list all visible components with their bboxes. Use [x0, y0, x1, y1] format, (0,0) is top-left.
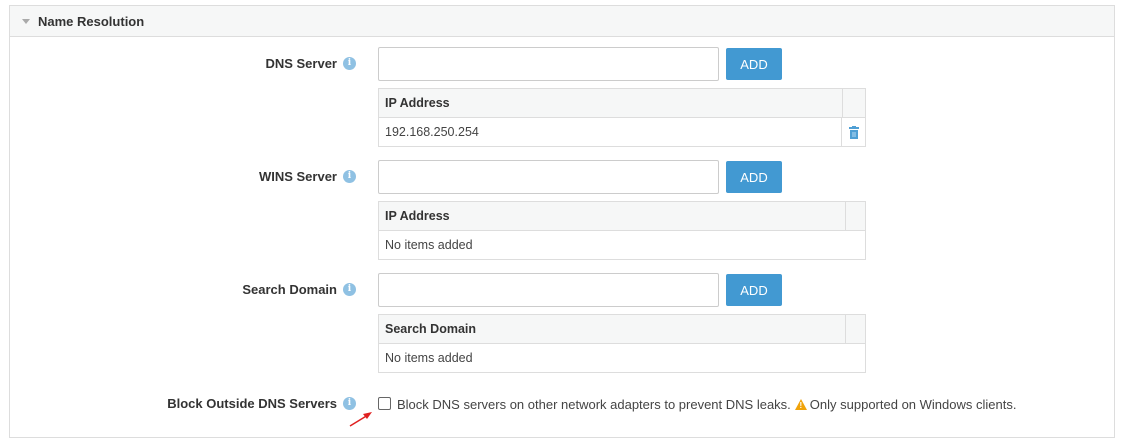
- warning-text: Only supported on Windows clients.: [809, 397, 1017, 412]
- table-header: Search Domain: [379, 315, 865, 344]
- empty-message: No items added: [385, 351, 473, 365]
- block-outside-dns-checkbox[interactable]: [378, 397, 391, 410]
- dns-server-table: IP Address 192.168.250.254: [378, 88, 866, 147]
- dns-server-info-icon[interactable]: i: [343, 57, 356, 70]
- search-domain-table: Search Domain No items added: [378, 314, 866, 373]
- table-row: 192.168.250.254: [379, 118, 865, 146]
- actions-column-header: [845, 315, 865, 343]
- block-outside-dns-description: Block DNS servers on other network adapt…: [397, 397, 1016, 412]
- search-domain-label: Search Domain: [242, 282, 337, 297]
- actions-column-header: [845, 202, 865, 230]
- delete-cell: [841, 118, 865, 146]
- wins-server-info-icon[interactable]: i: [343, 170, 356, 183]
- search-domain-column-header: Search Domain: [385, 322, 477, 336]
- wins-server-table: IP Address No items added: [378, 201, 866, 260]
- panel-title: Name Resolution: [38, 13, 145, 29]
- trash-icon[interactable]: [848, 125, 859, 139]
- table-row-empty: No items added: [379, 344, 865, 372]
- search-domain-add-button[interactable]: ADD: [726, 274, 782, 306]
- annotation-arrow-icon: [349, 412, 372, 427]
- panel-header[interactable]: Name Resolution: [10, 6, 1114, 37]
- empty-message: No items added: [385, 238, 473, 252]
- block-outside-dns-info-icon[interactable]: i: [343, 397, 356, 410]
- block-outside-dns-label: Block Outside DNS Servers: [167, 396, 337, 411]
- dns-server-label: DNS Server: [265, 56, 337, 71]
- ip-address-column-header: IP Address: [385, 96, 450, 110]
- collapse-caret-icon[interactable]: [22, 19, 30, 24]
- wins-server-input[interactable]: [378, 160, 719, 194]
- search-domain-info-icon[interactable]: i: [343, 283, 356, 296]
- dns-add-button[interactable]: ADD: [726, 48, 782, 80]
- warning-icon: !: [794, 399, 807, 410]
- table-header: IP Address: [379, 89, 865, 118]
- table-header: IP Address: [379, 202, 865, 231]
- dns-ip-value: 192.168.250.254: [385, 125, 479, 139]
- dns-server-input[interactable]: [378, 47, 719, 81]
- ip-address-column-header: IP Address: [385, 209, 450, 223]
- checkbox-text: Block DNS servers on other network adapt…: [397, 397, 791, 412]
- search-domain-input[interactable]: [378, 273, 719, 307]
- wins-add-button[interactable]: ADD: [726, 161, 782, 193]
- table-row-empty: No items added: [379, 231, 865, 259]
- wins-server-label: WINS Server: [258, 169, 337, 184]
- actions-column-header: [842, 89, 865, 117]
